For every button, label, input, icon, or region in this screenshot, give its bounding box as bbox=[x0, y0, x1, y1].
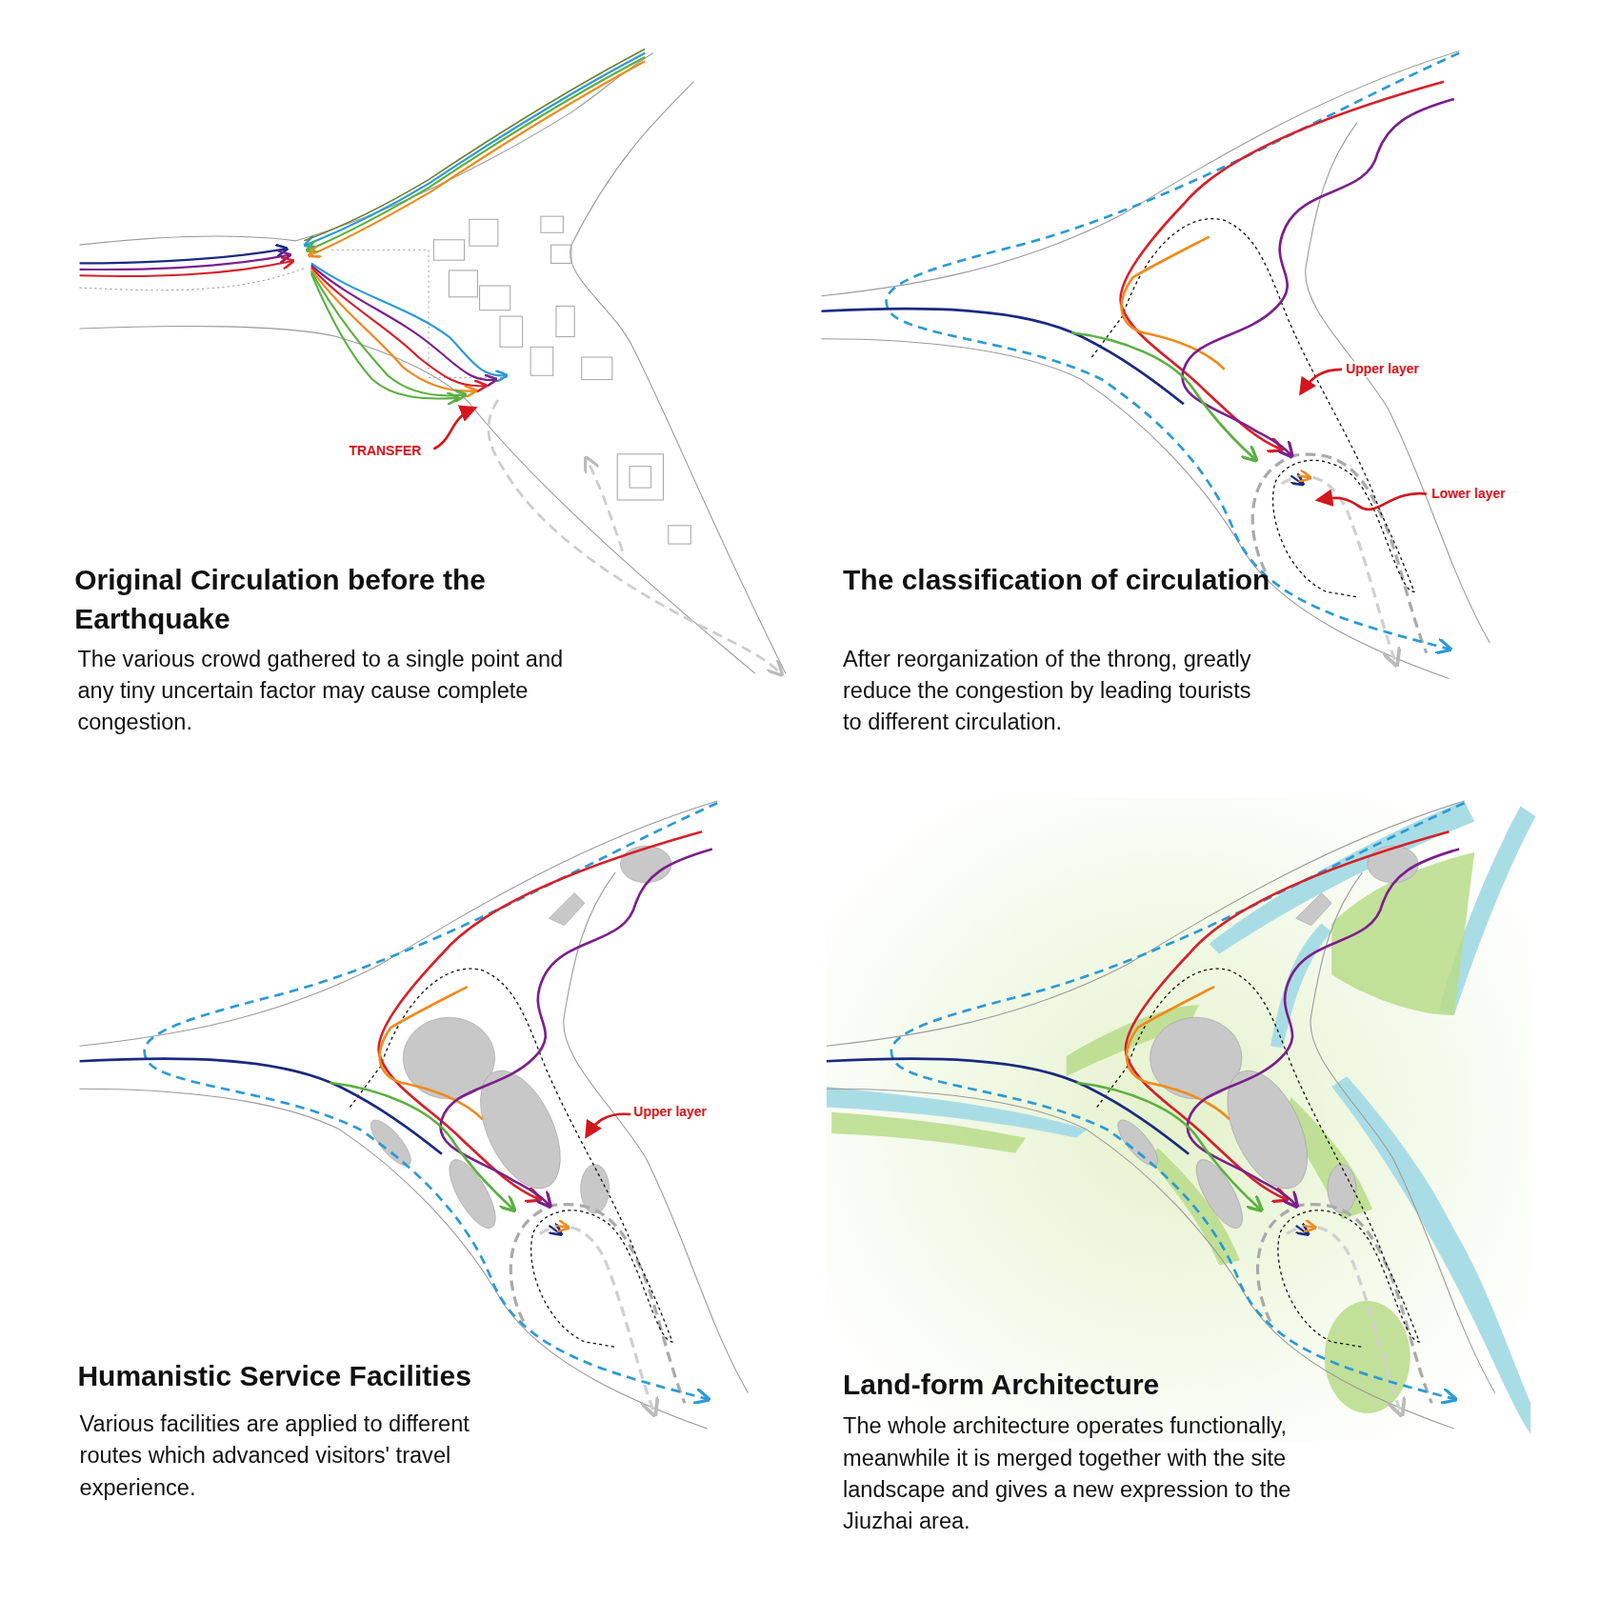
drawing-path bbox=[433, 408, 475, 450]
panel-facilities bbox=[80, 800, 749, 1429]
drawing-g bbox=[826, 800, 1537, 1434]
drawing-path bbox=[1300, 369, 1342, 394]
drawing-rect bbox=[469, 219, 499, 246]
drawing-g bbox=[826, 800, 1537, 1434]
drawing-path bbox=[586, 1114, 631, 1137]
drawing-path bbox=[311, 262, 506, 376]
drawing-path bbox=[311, 271, 465, 397]
drawing-path bbox=[831, 1112, 1026, 1154]
panel-title: Original Circulation before the Earthqua… bbox=[74, 560, 585, 639]
drawing-rect bbox=[448, 270, 478, 298]
drawing-use bbox=[364, 845, 672, 1235]
panel-title: Humanistic Service Facilities bbox=[77, 1357, 608, 1397]
drawing-path bbox=[80, 53, 654, 245]
drawing-path bbox=[311, 269, 475, 392]
panel-description: The various crowd gathered to a single p… bbox=[77, 642, 567, 739]
drawing-use bbox=[80, 800, 749, 1429]
drawing-path bbox=[488, 400, 781, 674]
drawing-use bbox=[1111, 845, 1419, 1235]
callout-label: Lower layer bbox=[1429, 485, 1508, 501]
panel-title: The classification of circulation bbox=[842, 560, 1354, 600]
panel-description: After reorganization of the throng, grea… bbox=[842, 642, 1261, 739]
drawing-path bbox=[303, 48, 645, 240]
drawing-rect bbox=[480, 285, 511, 311]
drawing-path bbox=[311, 273, 458, 399]
drawing-path bbox=[586, 459, 623, 551]
drawing-rect bbox=[826, 798, 1529, 1441]
drawing-g bbox=[831, 852, 1475, 1414]
drawing-path bbox=[1318, 493, 1427, 510]
drawing-use bbox=[826, 800, 1496, 1429]
drawing-path bbox=[1270, 923, 1332, 1049]
drawing-rect bbox=[556, 305, 575, 337]
drawing-path bbox=[80, 267, 307, 291]
drawing-g bbox=[311, 262, 506, 399]
drawing-path bbox=[80, 260, 293, 277]
callout-label: TRANSFER bbox=[346, 442, 423, 459]
panel-landform bbox=[826, 798, 1537, 1441]
drawing-rect bbox=[551, 244, 572, 263]
panel-title: Land-form Architecture bbox=[842, 1365, 1354, 1405]
panel-description: Various facilities are applied to differ… bbox=[80, 1408, 509, 1504]
drawing-rect bbox=[433, 240, 464, 260]
drawing-use bbox=[821, 51, 1491, 680]
drawing-g bbox=[331, 216, 691, 544]
callout-label: Upper layer bbox=[1343, 360, 1421, 377]
callout-label: Upper layer bbox=[631, 1103, 709, 1120]
drawing-rect bbox=[668, 525, 692, 544]
panel-description: The whole architecture operates function… bbox=[842, 1410, 1359, 1538]
panel-classification bbox=[821, 51, 1491, 680]
drawing-path bbox=[570, 81, 786, 674]
drawing-rect bbox=[629, 466, 652, 489]
drawing-path bbox=[310, 60, 645, 256]
drawing-rect bbox=[581, 357, 613, 380]
drawing-rect bbox=[500, 316, 523, 347]
drawing-rect bbox=[617, 454, 663, 500]
drawing-rect bbox=[530, 346, 554, 376]
drawing-path bbox=[311, 265, 496, 380]
drawing-rect bbox=[540, 216, 564, 233]
drawing-path bbox=[308, 57, 646, 251]
drawing-ellipse bbox=[1324, 1300, 1411, 1414]
